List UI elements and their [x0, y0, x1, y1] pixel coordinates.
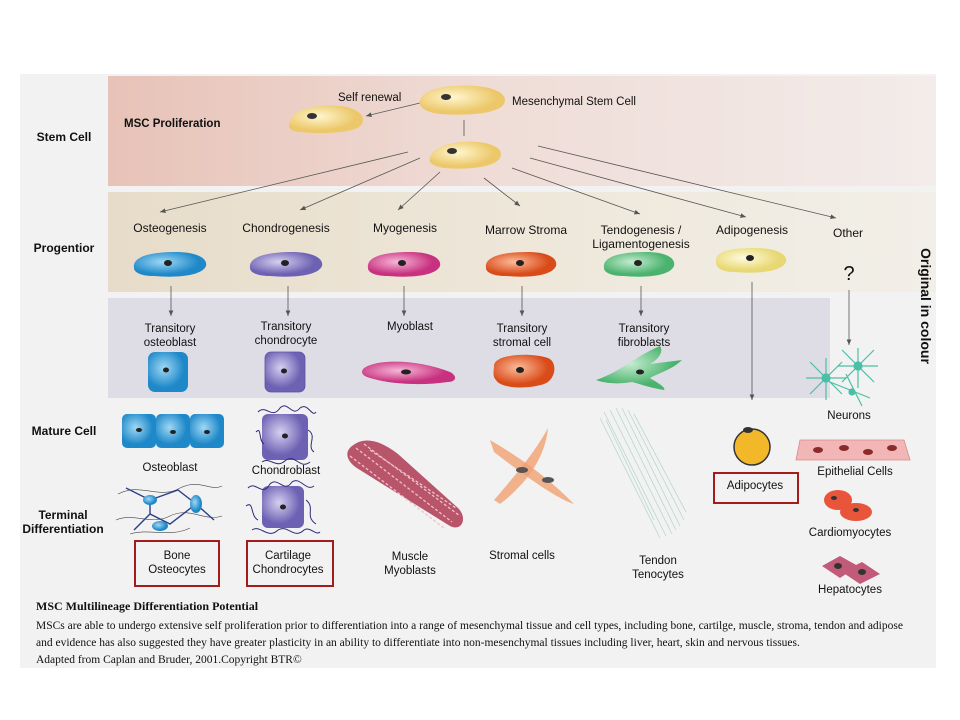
epithelial-label: Epithelial Cells [817, 466, 893, 478]
transitory-osteoblast-label: Transitory osteoblast [120, 322, 220, 350]
chondrogenesis-label: Chondrogenesis [242, 221, 330, 235]
transitory-chondrocyte-line2: chondrocyte [254, 335, 318, 347]
caption-body: MSCs are able to undergo extensive self … [36, 620, 903, 649]
transitory-chondrocyte-cell [264, 351, 306, 393]
stromal-cells [490, 428, 574, 504]
osteo-progenitor-cell [133, 252, 207, 277]
neuron-cells [806, 348, 878, 407]
adipocyte-cell [733, 427, 771, 466]
transitory-chondrocyte-label: Transitory chondrocyte [236, 320, 336, 348]
chondrocyte-cell [245, 480, 321, 534]
muscle-myoblasts-label: Muscle Myoblasts [362, 550, 458, 578]
osteoblast-cells [122, 414, 224, 448]
cartilage-line2: Chondrocytes [252, 564, 324, 576]
msc-proliferation-label: MSC Proliferation [124, 118, 221, 130]
marrow-stroma-label: Marrow Stroma [484, 223, 567, 237]
row-progenitor: Progentior [33, 241, 95, 255]
myogenesis-label: Myogenesis [372, 221, 438, 235]
tendon-line1: Tendon [639, 555, 677, 567]
transitory-fibroblast-cell [596, 346, 682, 390]
stromal-cells-label: Stromal cells [489, 550, 555, 562]
chondroblast-cell [255, 405, 317, 465]
msc-label: Mesenchymal Stem Cell [512, 96, 636, 108]
stem-cell-band [108, 76, 936, 186]
muscle-line1: Muscle [391, 551, 429, 563]
transitory-chondrocyte-line1: Transitory [260, 321, 312, 333]
msc-cell [419, 85, 505, 115]
transitory-osteoblast-cell [148, 352, 188, 392]
tendo-progenitor-cell [603, 252, 675, 277]
epithelial-cells [795, 439, 911, 461]
transitory-stromal-label: Transitory stromal cell [472, 322, 572, 350]
row-terminal-line2: Differentiation [22, 522, 104, 536]
transitory-stromal-cell [493, 354, 555, 388]
transitory-fibroblasts-line2: fibroblasts [617, 337, 671, 349]
cartilage-line1: Cartilage [264, 550, 312, 562]
tendon-fibers [599, 407, 687, 539]
transitory-osteoblast-line2: osteoblast [143, 337, 197, 349]
caption: MSC Multilineage Differentiation Potenti… [36, 599, 922, 666]
adipo-progenitor-cell [715, 248, 787, 273]
muscle-fibers [347, 440, 464, 529]
other-label: Other [832, 226, 863, 240]
transitory-fibroblasts-label: Transitory fibroblasts [594, 322, 694, 350]
osteoblast-label: Osteoblast [142, 462, 198, 474]
cartilage-highlight-box [246, 540, 334, 587]
chondroblast-label: Chondroblast [251, 465, 321, 477]
adipocytes-highlight-box [713, 472, 799, 504]
bone-line2: Osteocytes [148, 564, 206, 576]
row-mature-cell: Mature Cell [31, 424, 97, 438]
row-terminal: Terminal Differentiation [18, 508, 108, 536]
stroma-progenitor-cell [485, 252, 557, 277]
side-note-text: Original in colour [918, 248, 934, 364]
adipocytes-label: Adipocytes [726, 480, 784, 492]
proliferating-cell [429, 141, 502, 169]
hepatocyte-cells [822, 556, 880, 584]
bone-osteocytes-label: Bone Osteocytes [136, 549, 218, 577]
myo-progenitor-cell [367, 252, 441, 277]
chondro-progenitor-cell [249, 252, 323, 277]
myoblast-cell [362, 361, 456, 385]
unknown-mark: ? [843, 263, 855, 285]
self-renewal-label: Self renewal [338, 92, 402, 104]
cardiomyocyte-cells [824, 490, 872, 521]
tendogenesis-label: Tendogenesis / Ligamentogenesis [586, 223, 696, 251]
osteogenesis-label: Osteogenesis [133, 221, 207, 235]
bone-line1: Bone [163, 550, 191, 562]
bone-highlight-box [134, 540, 220, 587]
cardiomyocytes-label: Cardiomyocytes [808, 527, 892, 539]
row-stem-cell: Stem Cell [36, 130, 92, 144]
transitory-fibroblasts-line1: Transitory [618, 323, 670, 335]
myoblast-label: Myoblast [386, 321, 434, 333]
self-renewal-cell [288, 105, 364, 134]
tendogenesis-line2: Ligamentogenesis [592, 237, 690, 251]
cartilage-chondrocytes-label: Cartilage Chondrocytes [246, 549, 330, 577]
transitory-band [108, 298, 830, 398]
muscle-line2: Myoblasts [384, 565, 436, 577]
hepatocytes-label: Hepatocytes [818, 584, 882, 596]
transitory-stromal-line2: stromal cell [492, 337, 552, 349]
caption-source: Adapted from Caplan and Bruder, 2001.Cop… [36, 654, 302, 666]
caption-title: MSC Multilineage Differentiation Potenti… [36, 599, 259, 613]
tendon-line2: Tenocytes [632, 569, 684, 581]
tendogenesis-line1: Tendogenesis / [600, 223, 682, 237]
row-terminal-line1: Terminal [38, 508, 88, 522]
neurons-label: Neurons [827, 410, 871, 422]
osteocyte-network [115, 484, 223, 535]
transitory-osteoblast-line1: Transitory [144, 323, 196, 335]
transitory-stromal-line1: Transitory [496, 323, 548, 335]
tendon-tenocytes-label: Tendon Tenocytes [608, 554, 708, 582]
adipogenesis-label: Adipogenesis [715, 223, 789, 237]
